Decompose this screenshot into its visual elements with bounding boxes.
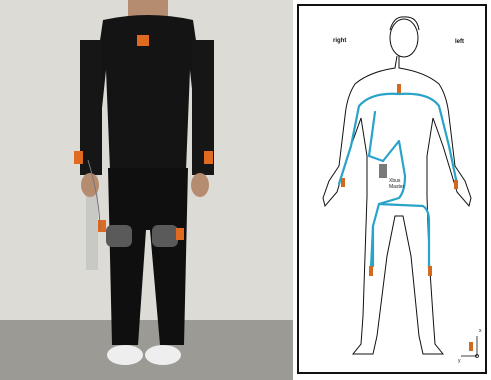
floor [0, 320, 293, 380]
axis-x-label: x [479, 328, 482, 334]
left-hand [191, 173, 209, 197]
left-shin-sensor-icon [176, 228, 184, 240]
right-shoe [107, 345, 143, 365]
chest-sensor-icon [137, 35, 149, 46]
left-knee-pad [152, 225, 178, 247]
cable-chest-down [369, 112, 383, 161]
cable-right-arm [339, 94, 399, 184]
xbus-master-box-icon [379, 164, 387, 178]
diagram-chest-sensor-icon [397, 84, 401, 93]
axis-y-label: y [458, 358, 461, 364]
left-wrist-sensor-icon [204, 151, 213, 164]
right-knee-pad [106, 225, 132, 247]
right-arm [80, 40, 102, 175]
diagram-left-leg-sensor-icon [428, 266, 432, 276]
cable-left-arm [399, 94, 457, 184]
right-wrist-sensor-icon [74, 151, 83, 164]
diagram-right-leg-sensor-icon [369, 266, 373, 276]
xbus-master-label: Xbus Master [389, 178, 404, 190]
right-thigh-sensor-icon [98, 220, 106, 232]
sensor-placement-diagram: right left Xbus Master x y [297, 4, 487, 374]
diagram-right-wrist-sensor-icon [341, 178, 345, 187]
diagram-axis-sensor-icon [469, 342, 473, 351]
label-right: right [333, 38, 346, 44]
diagram-head [390, 19, 418, 57]
xbus-label-line2: Master [389, 184, 404, 190]
label-left: left [455, 39, 464, 45]
left-shoe [145, 345, 181, 365]
subject-photo [0, 0, 293, 380]
diagram-left-wrist-sensor-icon [454, 180, 458, 189]
